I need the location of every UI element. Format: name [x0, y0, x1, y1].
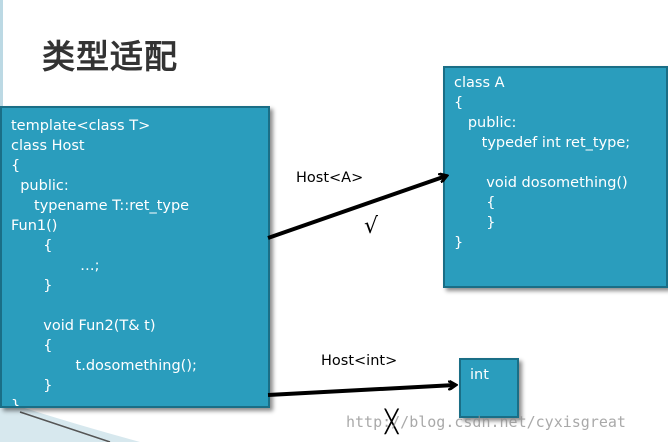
cross-mark-icon: ╳: [385, 410, 399, 435]
code-line: typedef int ret_type;: [454, 135, 631, 151]
code-line: void Fun2(T& t): [11, 318, 156, 334]
code-line: {: [454, 95, 464, 111]
code-line: class A: [454, 75, 505, 91]
code-line: public:: [11, 178, 69, 194]
check-mark-icon: √: [364, 214, 379, 239]
code-line: }: [11, 378, 53, 394]
code-line: {: [11, 158, 21, 174]
class-a-box: class A { public: typedef int ret_type; …: [443, 66, 668, 288]
code-line: [454, 153, 666, 173]
host-a-label: Host<A>: [296, 170, 364, 186]
code-line: {: [454, 195, 496, 211]
slide-title: 类型适配: [42, 37, 178, 76]
code-line: }: [11, 398, 21, 408]
code-line: t.dosomething();: [11, 358, 197, 374]
code-line: typename T::ret_type: [11, 198, 190, 214]
code-line: {: [11, 338, 53, 354]
code-line: class Host: [11, 138, 85, 154]
code-line: [11, 296, 268, 316]
code-line: {: [11, 238, 53, 254]
watermark: http://blog.csdn.net/cyxisgreat: [346, 413, 626, 431]
host-template-box: template<class T> class Host { public: t…: [0, 106, 270, 408]
code-line: }: [454, 215, 496, 231]
int-label: int: [470, 367, 489, 383]
code-line: template<class T>: [11, 118, 151, 134]
code-line: }: [454, 235, 464, 251]
code-line: }: [11, 278, 53, 294]
host-int-label: Host<int>: [321, 353, 398, 369]
code-line: void dosomething(): [454, 175, 628, 191]
code-line: public:: [454, 115, 517, 131]
int-box: int: [459, 358, 519, 418]
code-line: Fun1(): [11, 218, 58, 234]
code-line: …;: [11, 258, 100, 274]
